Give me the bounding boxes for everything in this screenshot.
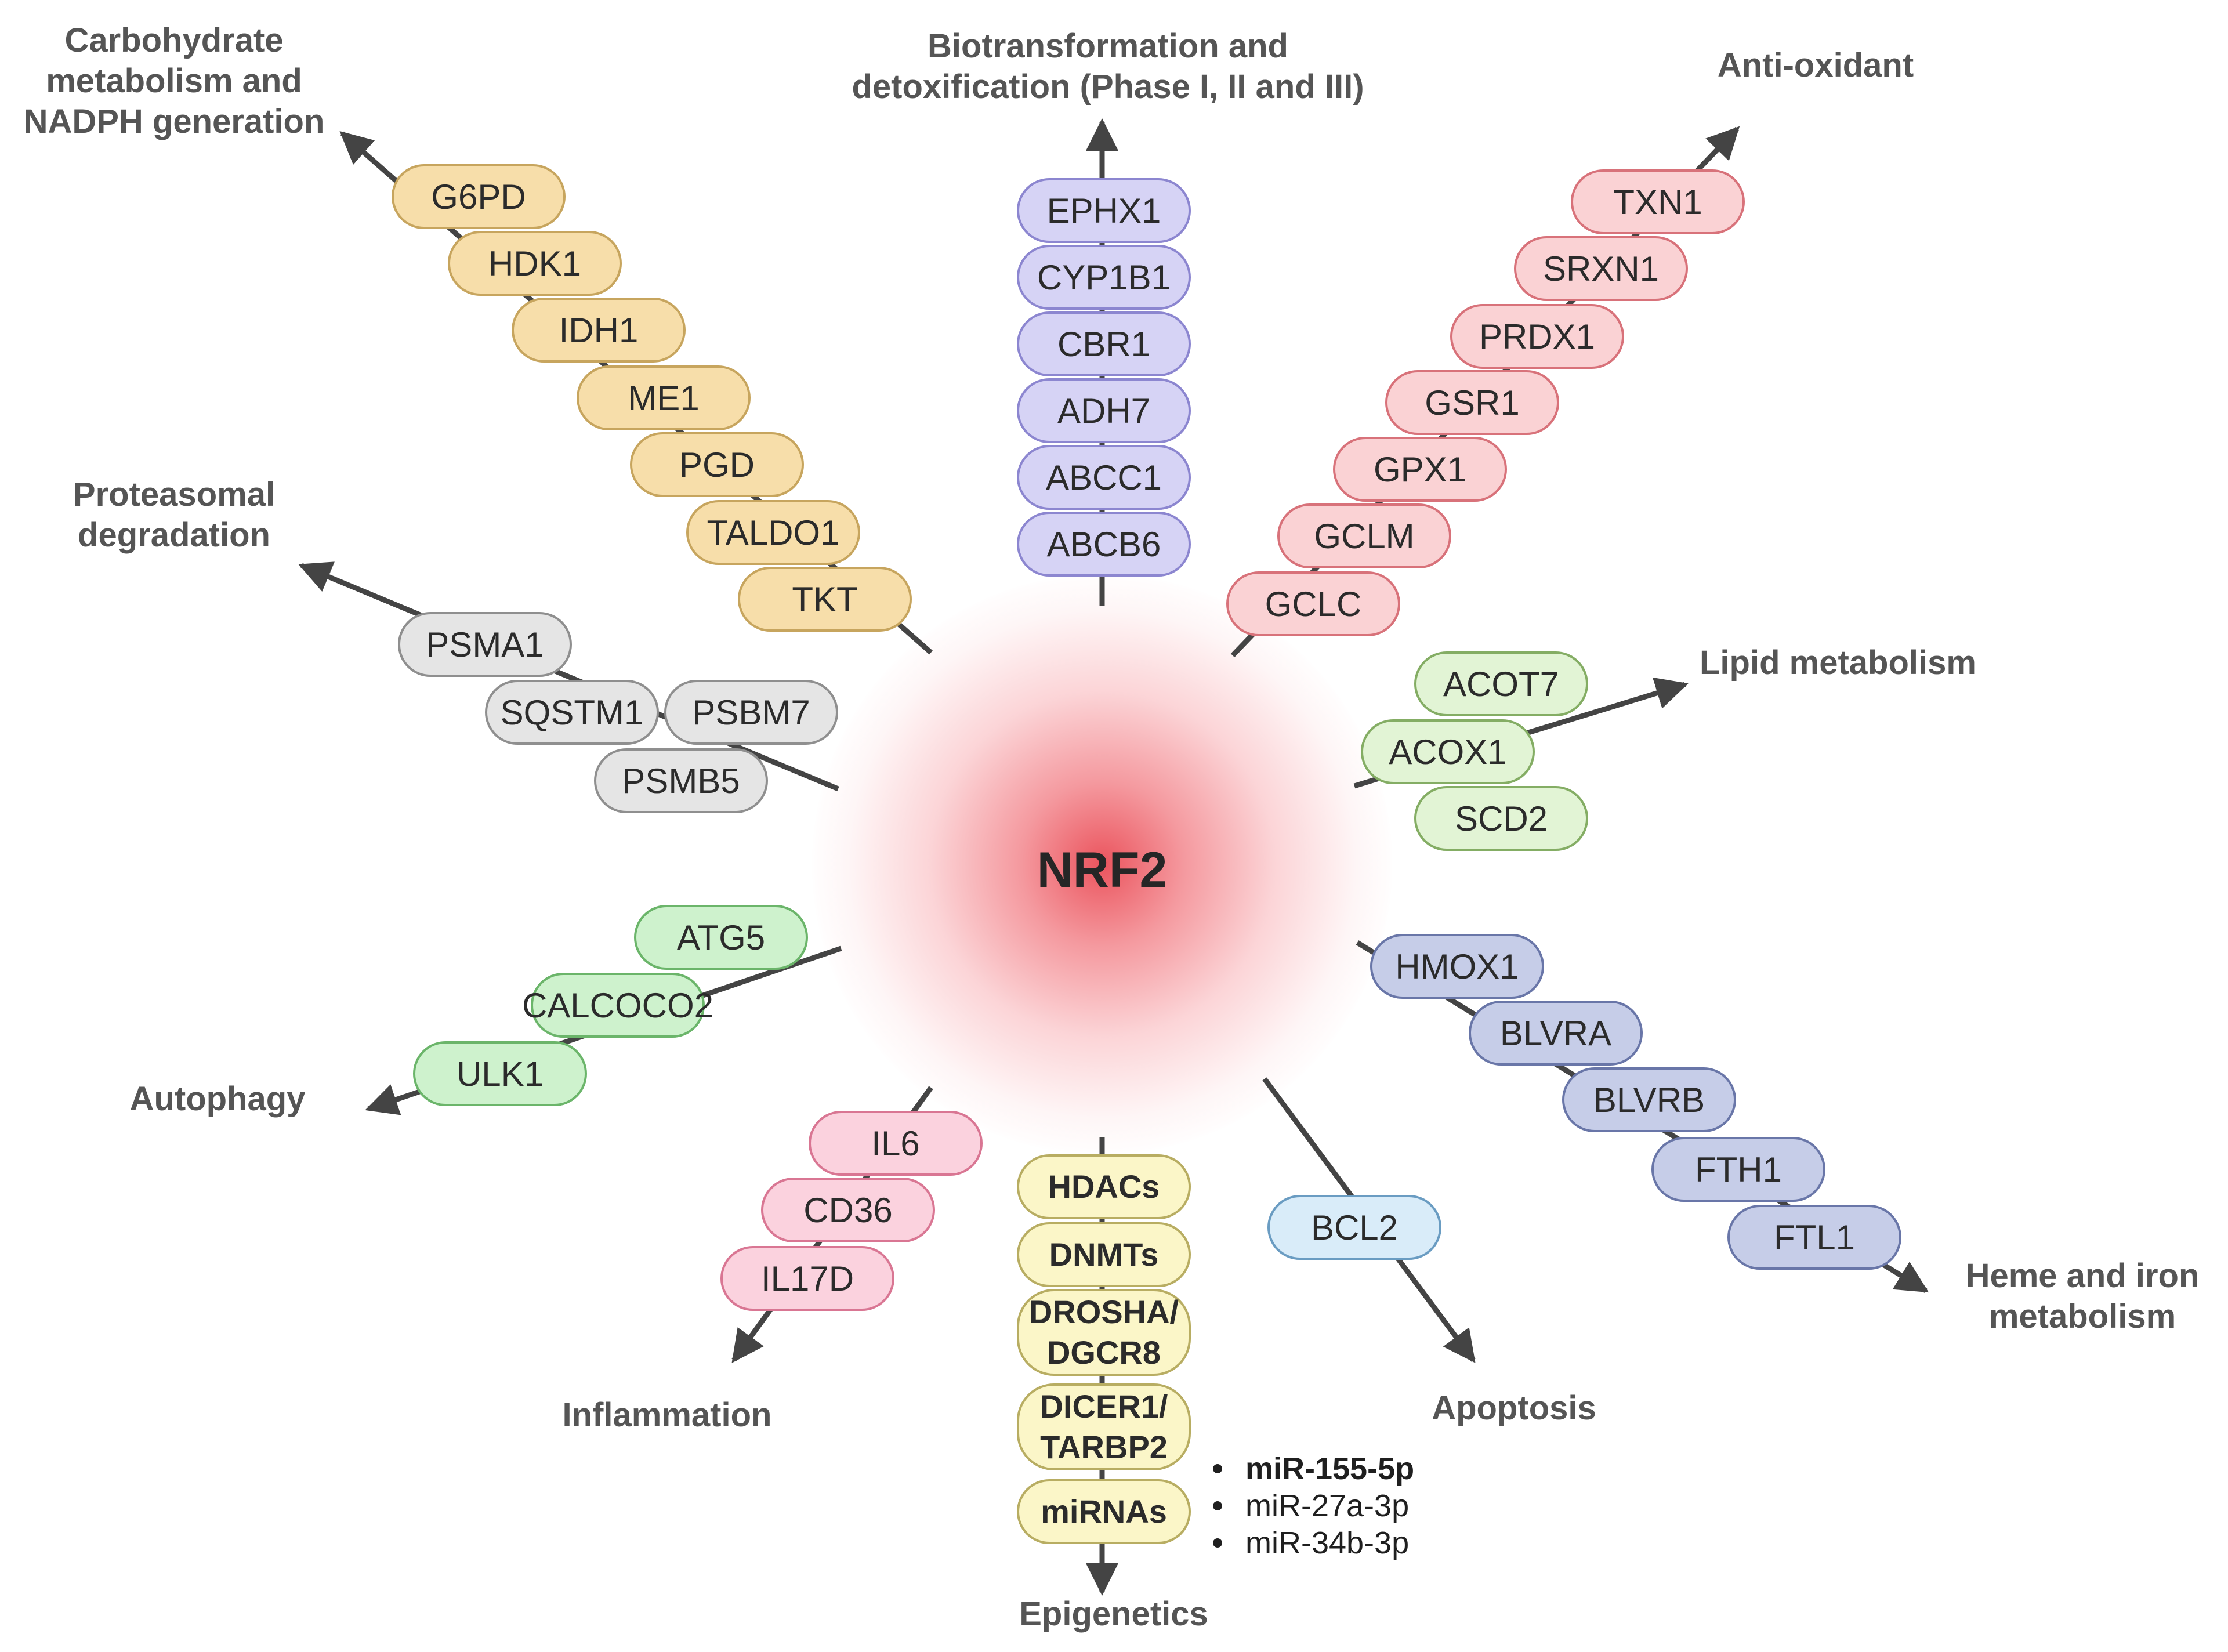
gene-gclm: GCLM <box>1277 503 1451 568</box>
gene-prdx1: PRDX1 <box>1450 304 1624 369</box>
gene-gclc: GCLC <box>1226 571 1400 636</box>
category-heme: Heme and iron metabolism <box>1965 1257 2200 1335</box>
gene-cbr1: CBR1 <box>1017 311 1191 376</box>
gene-ftl1: FTL1 <box>1727 1205 1901 1270</box>
gene-acox1: ACOX1 <box>1361 719 1535 784</box>
gene-g6pd: G6PD <box>392 164 566 229</box>
gene-psma1: PSMA1 <box>398 612 572 677</box>
epi-drosha-dgcr8: DROSHA/ DGCR8 <box>1017 1289 1191 1376</box>
gene-il17d: IL17D <box>720 1246 894 1311</box>
epi-hdacs: HDACs <box>1017 1154 1191 1219</box>
gene-il6: IL6 <box>809 1111 983 1176</box>
nrf2-label: NRF2 <box>1037 842 1168 898</box>
epi-dnmts: DNMTs <box>1017 1222 1191 1287</box>
gene-ephx1: EPHX1 <box>1017 178 1191 243</box>
category-lipid: Lipid metabolism <box>1700 644 1976 682</box>
gene-blvrb: BLVRB <box>1562 1067 1736 1132</box>
gene-scd2: SCD2 <box>1414 786 1588 851</box>
gene-hmox1: HMOX1 <box>1370 934 1544 999</box>
epi-mirnas: miRNAs <box>1017 1479 1191 1544</box>
gene-hdk1: HDK1 <box>448 231 622 296</box>
gene-atg5: ATG5 <box>634 905 808 970</box>
mirna-item: miR-27a-3p <box>1209 1487 1414 1524</box>
mirna-list: miR-155-5p miR-27a-3p miR-34b-3p <box>1209 1450 1414 1562</box>
gene-ulk1: ULK1 <box>413 1041 587 1106</box>
gene-sqstm1: SQSTM1 <box>485 680 659 745</box>
mirna-item: miR-34b-3p <box>1209 1524 1414 1562</box>
category-inflammation: Inflammation <box>562 1396 772 1434</box>
category-epigenetics: Epigenetics <box>1019 1595 1208 1633</box>
gene-srxn1: SRXN1 <box>1514 236 1688 301</box>
gene-taldo1: TALDO1 <box>686 500 860 565</box>
mirna-item: miR-155-5p <box>1209 1450 1414 1487</box>
gene-fth1: FTH1 <box>1651 1137 1825 1202</box>
category-carbohydrate: Carbohydrate metabolism and NADPH genera… <box>23 21 325 140</box>
gene-cyp1b1: CYP1B1 <box>1017 245 1191 310</box>
gene-blvra: BLVRA <box>1469 1001 1643 1066</box>
category-autophagy: Autophagy <box>129 1080 306 1118</box>
gene-abcc1: ABCC1 <box>1017 445 1191 510</box>
gene-pgd: PGD <box>630 432 804 497</box>
gene-calcoco2: CALCOCO2 <box>522 973 713 1038</box>
gene-tkt: TKT <box>738 567 912 632</box>
gene-psmb5: PSMB5 <box>594 748 768 813</box>
gene-me1: ME1 <box>577 365 751 430</box>
category-apoptosis: Apoptosis <box>1432 1389 1596 1427</box>
category-antioxidant: Anti-oxidant <box>1717 46 1914 84</box>
gene-psbm7: PSBM7 <box>664 680 838 745</box>
category-biotransformation: Biotransformation and detoxification (Ph… <box>852 27 1364 106</box>
gene-cd36: CD36 <box>761 1178 935 1242</box>
gene-acot7: ACOT7 <box>1414 651 1588 716</box>
category-proteasomal: Proteasomal degradation <box>73 476 276 554</box>
gene-adh7: ADH7 <box>1017 378 1191 443</box>
gene-abcb6: ABCB6 <box>1017 512 1191 577</box>
gene-bcl2: BCL2 <box>1267 1195 1441 1260</box>
gene-gsr1: GSR1 <box>1385 370 1559 435</box>
epi-dicer1-tarbp2: DICER1/ TARBP2 <box>1017 1383 1191 1470</box>
gene-idh1: IDH1 <box>512 298 686 363</box>
nrf2-glow <box>812 574 1392 1154</box>
gene-gpx1: GPX1 <box>1333 437 1507 502</box>
gene-txn1: TXN1 <box>1571 169 1745 234</box>
